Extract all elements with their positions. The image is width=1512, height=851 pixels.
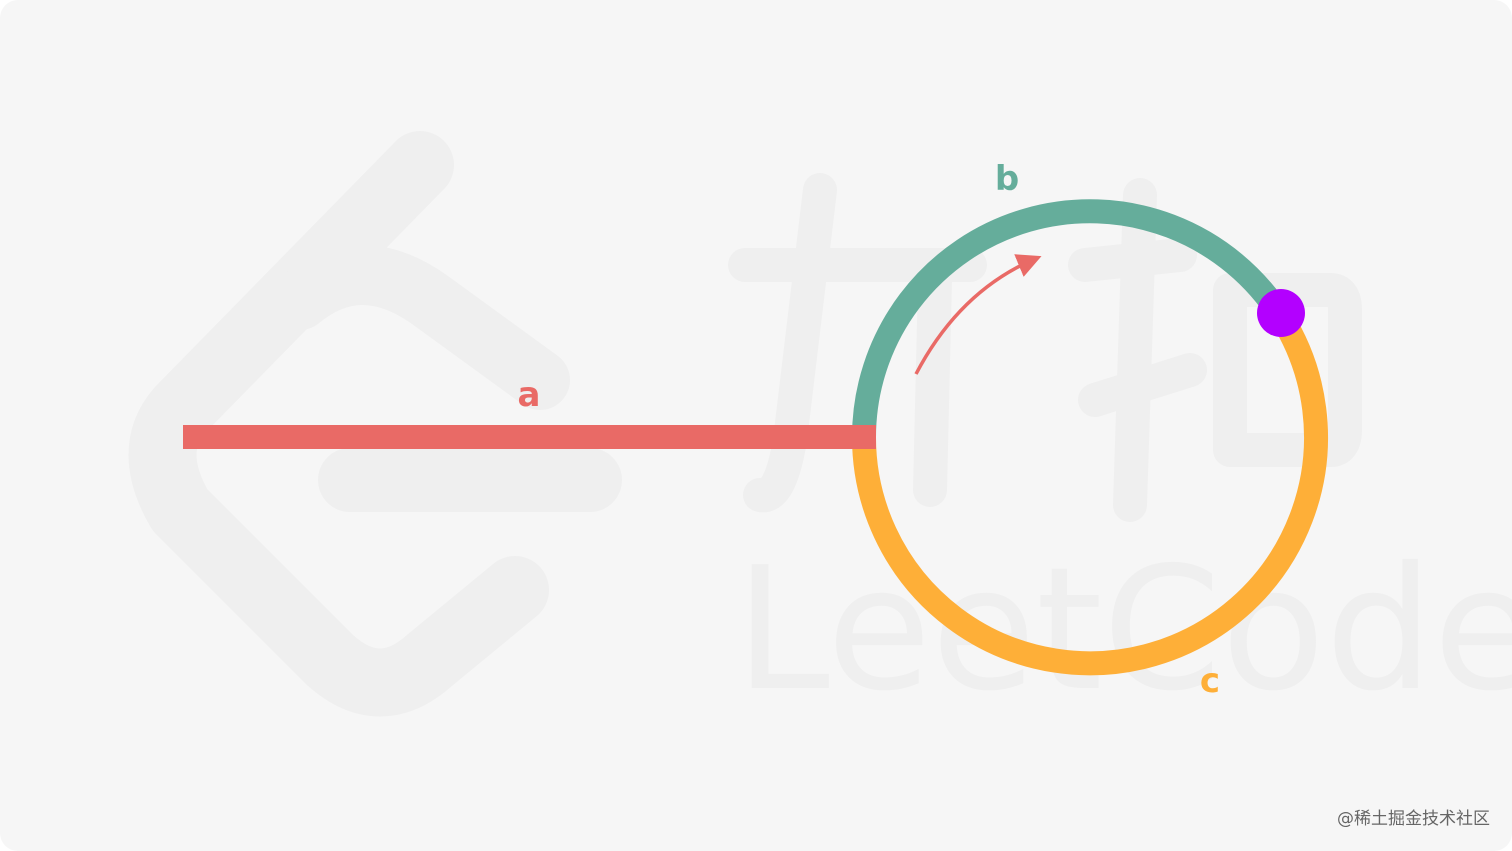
watermark-glyph-kou bbox=[1068, 178, 1362, 522]
segment-c-label: c bbox=[1200, 661, 1220, 701]
segment-c-arc bbox=[852, 310, 1328, 676]
watermark-logo-text: LeetCode bbox=[735, 531, 1512, 729]
watermark-chevron-shape bbox=[270, 245, 570, 410]
watermark-bracket-shape bbox=[128, 131, 549, 717]
meeting-point-marker bbox=[1257, 289, 1305, 337]
direction-arrow bbox=[914, 254, 1042, 375]
leetcode-watermark-logo bbox=[128, 131, 1362, 717]
segment-b-label: b bbox=[995, 159, 1019, 199]
source-credit: @稀土掘金技术社区 bbox=[1337, 809, 1490, 829]
segment-a-label: a bbox=[518, 375, 541, 415]
segment-b-arc bbox=[852, 199, 1292, 438]
